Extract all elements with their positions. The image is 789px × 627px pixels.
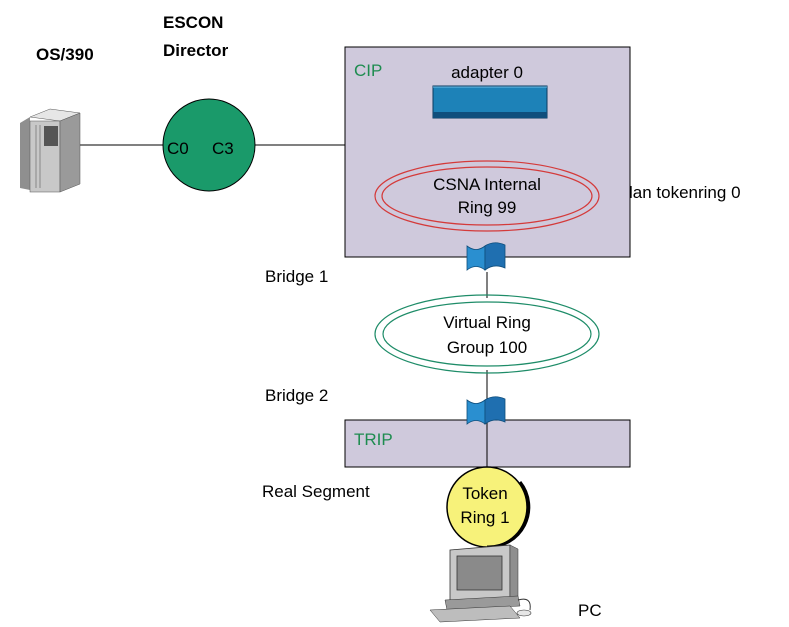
- adapter-label: adapter 0: [451, 63, 523, 82]
- token-ring-1-node: [446, 466, 528, 548]
- virtual-ring-inner: [382, 301, 592, 367]
- adapter-0-icon: [432, 85, 548, 119]
- virtual-ring-label-line2: Group 100: [447, 338, 527, 357]
- pc-icon: [429, 544, 532, 623]
- trip-title: TRIP: [354, 430, 393, 449]
- os390-label: OS/390: [36, 45, 94, 64]
- token-ring-label-line1: Token: [462, 484, 507, 503]
- escon-label-line1: ESCON: [163, 13, 223, 32]
- csna-ring-inner: [381, 166, 593, 226]
- bridge-2-icon: [466, 396, 506, 425]
- lan-tokenring-label: lan tokenring 0: [629, 183, 741, 202]
- virtual-ring-outer: [374, 294, 600, 374]
- port-c3-label: C3: [212, 139, 234, 158]
- port-c0-label: C0: [167, 139, 189, 158]
- escon-director-node: [162, 98, 256, 192]
- csna-label-line2: Ring 99: [458, 198, 517, 217]
- csna-ring-outer: [374, 160, 600, 232]
- escon-label-line2: Director: [163, 41, 229, 60]
- token-ring-label-line2: Ring 1: [460, 508, 509, 527]
- bridge-2-label: Bridge 2: [265, 386, 328, 405]
- real-segment-label: Real Segment: [262, 482, 370, 501]
- mainframe-icon: [20, 108, 81, 193]
- pc-label: PC: [578, 601, 602, 620]
- bridge-1-icon: [466, 242, 506, 271]
- virtual-ring-label-line1: Virtual Ring: [443, 313, 531, 332]
- csna-label-line1: CSNA Internal: [433, 175, 541, 194]
- bridge-1-label: Bridge 1: [265, 267, 328, 286]
- cip-title: CIP: [354, 61, 382, 80]
